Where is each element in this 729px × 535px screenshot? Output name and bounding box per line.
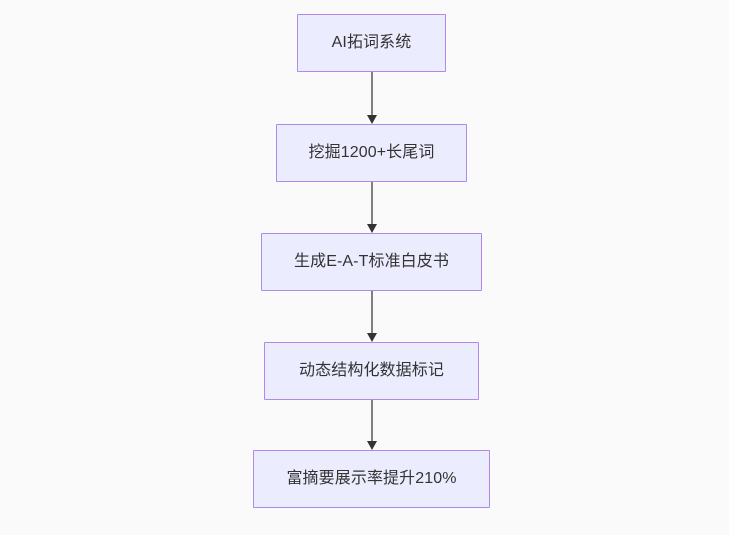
flowchart-edge-1-line — [371, 72, 373, 116]
flowchart-node-2-label: 挖掘1200+长尾词 — [308, 144, 435, 162]
flowchart-edge-2-arrowhead — [367, 224, 377, 233]
flowchart-node-3-label: 生成E-A-T标准白皮书 — [294, 253, 449, 271]
flowchart-node-4[interactable]: 动态结构化数据标记 — [264, 342, 479, 400]
flowchart-edge-1-arrowhead — [367, 115, 377, 124]
flowchart-node-4-label: 动态结构化数据标记 — [299, 362, 444, 380]
flowchart-node-5-label: 富摘要展示率提升210% — [286, 470, 457, 488]
flowchart-edge-3-line — [371, 291, 373, 334]
flowchart-edge-2 — [367, 182, 377, 233]
flowchart-edge-3 — [367, 291, 377, 342]
flowchart-edge-4-arrowhead — [367, 441, 377, 450]
flowchart-node-5[interactable]: 富摘要展示率提升210% — [253, 450, 490, 508]
flowchart-edge-2-line — [371, 182, 373, 225]
flowchart-edge-3-arrowhead — [367, 333, 377, 342]
flowchart-node-3[interactable]: 生成E-A-T标准白皮书 — [261, 233, 482, 291]
flowchart-edge-1 — [367, 72, 377, 124]
flowchart-node-2[interactable]: 挖掘1200+长尾词 — [276, 124, 467, 182]
flowchart-edge-4-line — [371, 400, 373, 442]
flowchart-edge-4 — [367, 400, 377, 450]
flowchart-node-1-label: AI拓词系统 — [331, 34, 412, 52]
flowchart-node-1[interactable]: AI拓词系统 — [297, 14, 446, 72]
